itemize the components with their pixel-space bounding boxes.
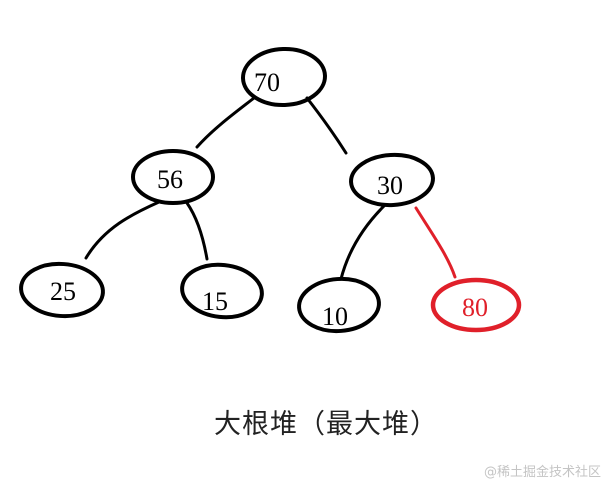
node-circle-30 xyxy=(349,152,435,208)
edge-56-25 xyxy=(84,200,161,260)
node-circle-15 xyxy=(180,262,264,320)
heap-edges xyxy=(84,96,457,281)
edge-30-80 xyxy=(414,206,457,279)
edge-30-10 xyxy=(339,204,386,281)
node-label-70: 70 xyxy=(254,68,280,97)
node-circle-56 xyxy=(131,149,215,205)
diagram-caption: 大根堆（最大堆） xyxy=(214,409,438,440)
node-circle-70 xyxy=(241,46,327,108)
edge-70-30 xyxy=(305,96,348,155)
node-circle-80 xyxy=(430,277,522,333)
node-label-80: 80 xyxy=(462,293,488,322)
heap-node-80: 80 xyxy=(430,277,522,333)
node-circle-25 xyxy=(19,261,105,319)
heap-node-15: 15 xyxy=(180,262,264,320)
edge-70-56 xyxy=(195,96,256,149)
node-label-56: 56 xyxy=(157,165,183,194)
node-label-10: 10 xyxy=(322,302,348,331)
edge-56-15 xyxy=(185,201,209,261)
heap-node-10: 10 xyxy=(297,276,381,334)
node-label-15: 15 xyxy=(202,287,228,316)
node-label-25: 25 xyxy=(50,277,76,306)
heap-node-56: 56 xyxy=(131,149,215,205)
heap-nodes: 70 56 30 25 15 10 80 xyxy=(19,46,522,334)
heap-node-25: 25 xyxy=(19,261,105,319)
node-label-30: 30 xyxy=(377,171,403,200)
watermark: @稀土掘金技术社区 xyxy=(483,465,601,480)
heap-node-70: 70 xyxy=(241,46,327,108)
node-circle-10 xyxy=(297,276,381,334)
heap-node-30: 30 xyxy=(349,152,435,208)
